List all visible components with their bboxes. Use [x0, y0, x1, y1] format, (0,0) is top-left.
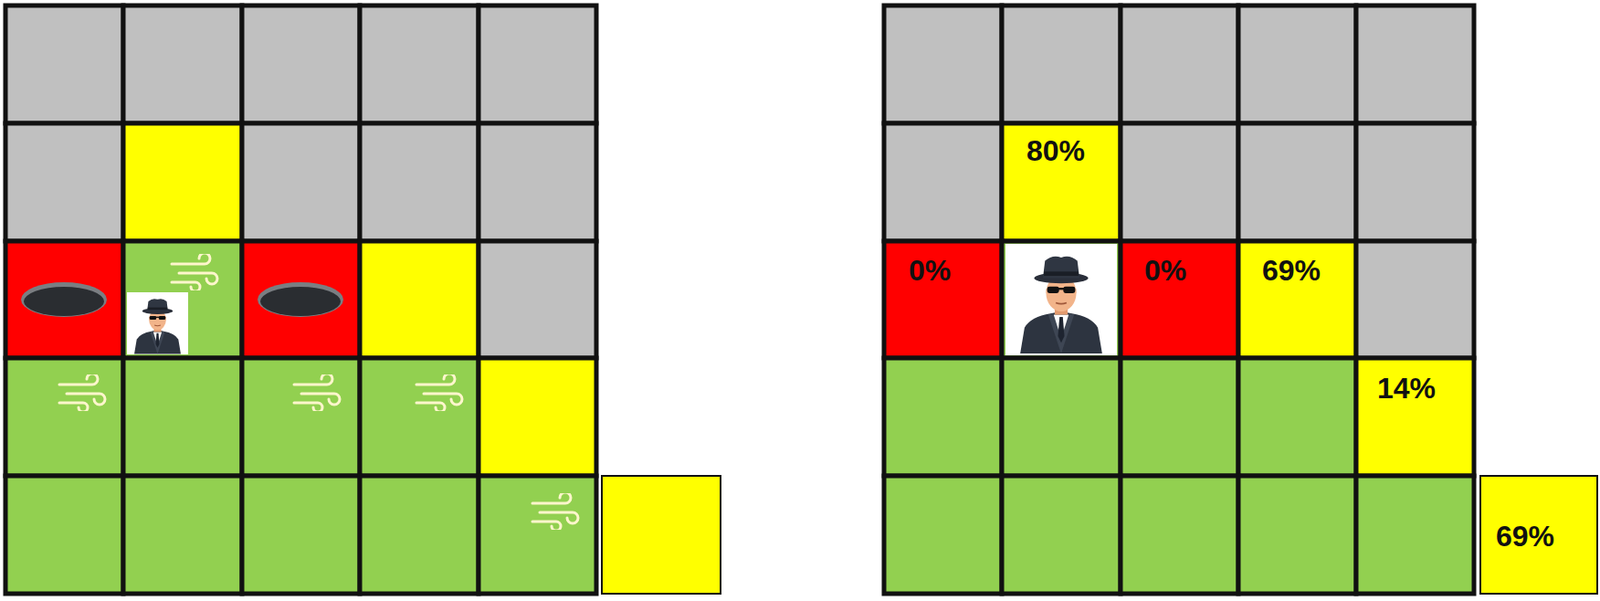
agent-frame	[1005, 243, 1117, 356]
right-grid	[884, 5, 1474, 594]
pit-icon	[21, 282, 107, 317]
breeze-icon	[294, 373, 340, 412]
agent-icon	[1020, 256, 1103, 354]
pit-icon	[257, 282, 344, 317]
probability-label: 80%	[1026, 134, 1085, 169]
probability-cell: 80%	[1001, 123, 1121, 242]
agent-icon	[134, 298, 181, 354]
left-grid	[5, 5, 597, 594]
probability-cell: 14%	[1356, 357, 1474, 476]
probability-cell: 69%	[1480, 475, 1598, 594]
agent-frame	[126, 292, 189, 355]
breeze-icon	[171, 252, 218, 292]
probability-label: 0%	[1144, 253, 1187, 288]
probability-label: 0%	[908, 253, 951, 288]
breeze-icon	[532, 492, 579, 531]
breeze-icon	[416, 373, 463, 412]
probability-label: 69%	[1262, 253, 1321, 288]
probability-cell: 0%	[884, 241, 1002, 358]
extra-cell	[601, 475, 721, 594]
probability-label: 69%	[1495, 519, 1555, 554]
probability-cell: 69%	[1238, 241, 1357, 358]
probability-cell: 0%	[1120, 241, 1239, 358]
probability-label: 14%	[1377, 371, 1436, 406]
breeze-icon	[59, 373, 106, 412]
extra-cell	[1480, 475, 1598, 594]
